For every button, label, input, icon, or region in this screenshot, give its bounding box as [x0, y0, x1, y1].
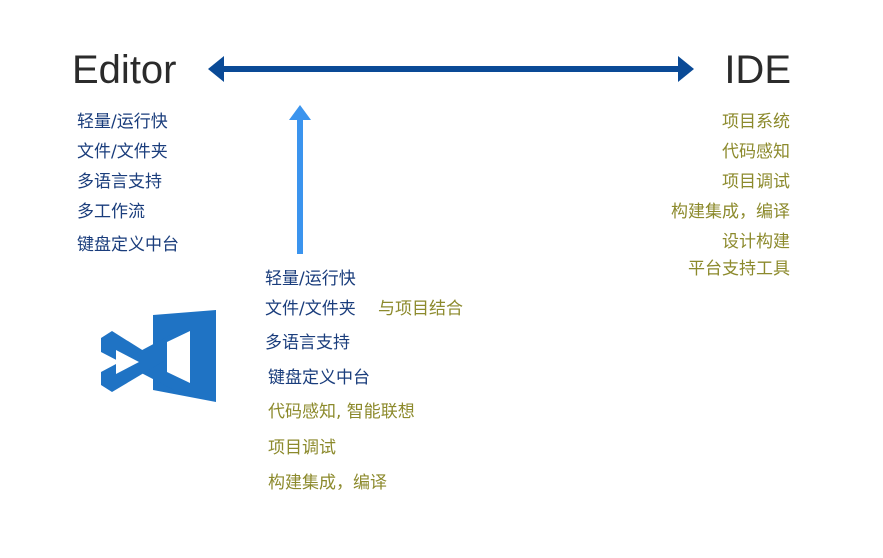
editor-feature: 键盘定义中台: [77, 235, 179, 255]
editor-heading: Editor: [72, 48, 177, 92]
vscode-feature: 多语言支持: [265, 333, 350, 353]
vscode-feature: 代码感知, 智能联想: [268, 402, 415, 422]
ide-feature: 项目调试: [722, 172, 790, 192]
vscode-feature: 键盘定义中台: [268, 368, 370, 388]
double-headed-arrow-icon: [208, 56, 694, 82]
editor-feature: 文件/文件夹: [77, 142, 168, 162]
ide-feature: 平台支持工具: [688, 259, 790, 279]
vscode-feature: 轻量/运行快: [265, 269, 356, 289]
ide-feature: 代码感知: [722, 142, 790, 162]
vscode-feature: 文件/文件夹: [265, 299, 356, 319]
vscode-feature: 构建集成，编译: [268, 473, 387, 493]
vscode-folder-note: 与项目结合: [378, 299, 463, 319]
up-arrow-icon: [289, 105, 311, 254]
ide-feature: 构建集成，编译: [671, 202, 790, 222]
editor-feature: 多工作流: [77, 202, 145, 222]
editor-feature: 多语言支持: [77, 172, 162, 192]
ide-feature: 设计构建: [722, 232, 790, 252]
editor-feature: 轻量/运行快: [77, 112, 168, 132]
vscode-feature: 项目调试: [268, 438, 336, 458]
ide-heading: IDE: [724, 48, 791, 92]
ide-feature: 项目系统: [722, 112, 790, 132]
